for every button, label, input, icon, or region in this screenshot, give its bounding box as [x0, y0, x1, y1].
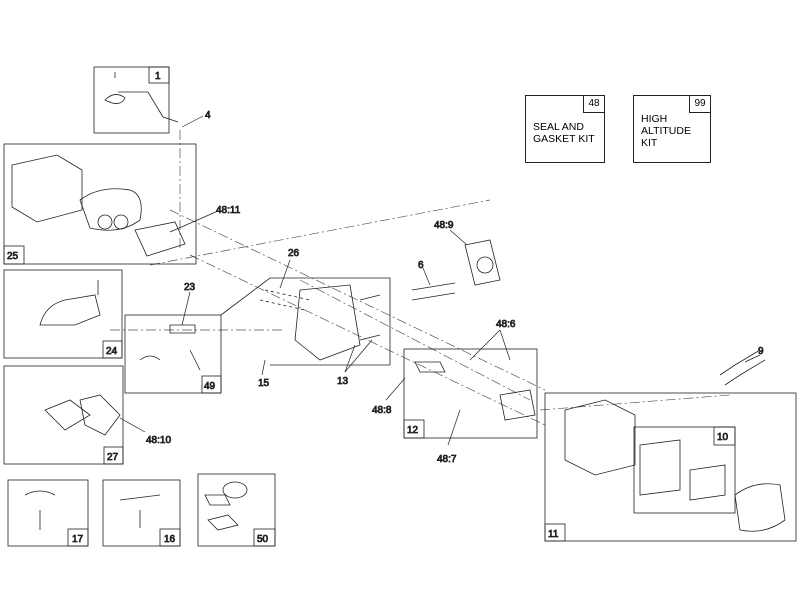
- box-11-number: 11: [548, 529, 559, 540]
- gasket-48-9: [464, 239, 501, 286]
- callout-23: 23: [184, 282, 196, 293]
- box-17-number: 17: [72, 534, 84, 545]
- box-16-frame: [102, 479, 181, 547]
- callout-48-8: 48:8: [372, 405, 392, 416]
- leader-lines: [119, 115, 761, 446]
- box-1-frame: [93, 66, 179, 134]
- box-17-frame: [7, 479, 89, 547]
- tube-9: [719, 349, 766, 386]
- kit-48-number: 48: [583, 96, 604, 113]
- box-50-number: 50: [257, 534, 269, 545]
- kit-99-text: HIGH ALTITUDE KIT: [641, 113, 691, 149]
- kit-48-text: SEAL AND GASKET KIT: [533, 121, 595, 145]
- box-1-number: 1: [155, 71, 161, 82]
- callout-48-9: 48:9: [434, 220, 454, 231]
- callout-26: 26: [288, 248, 300, 259]
- box-27-frame: [3, 365, 124, 465]
- box-49-frame: [124, 314, 222, 394]
- callout-6: 6: [418, 260, 424, 271]
- assembly-centerlines: [110, 130, 731, 426]
- box-11-frame: [544, 392, 797, 542]
- box-25-frame: [3, 143, 197, 265]
- box-12-number: 12: [407, 425, 419, 436]
- kit-box-99: 99 HIGH ALTITUDE KIT: [633, 95, 711, 163]
- box-10-frame: [633, 426, 736, 514]
- callout-9: 9: [758, 346, 764, 357]
- callout-4: 4: [205, 110, 211, 121]
- box-49-number: 49: [204, 381, 216, 392]
- box-24-number: 24: [106, 346, 118, 357]
- kit-box-48: 48 SEAL AND GASKET KIT: [525, 95, 605, 163]
- box-27-number: 27: [107, 452, 119, 463]
- callout-15: 15: [258, 378, 270, 389]
- cylinder-head-frame: [220, 277, 391, 366]
- callout-48-6: 48:6: [496, 319, 516, 330]
- box-12-frame: [403, 348, 538, 439]
- studs-6: [411, 282, 456, 301]
- callout-13: 13: [337, 376, 349, 387]
- callout-48-7: 48:7: [437, 454, 457, 465]
- box-25-number: 25: [7, 251, 19, 262]
- box-16-number: 16: [164, 534, 176, 545]
- box-10-number: 10: [717, 432, 729, 443]
- callout-48-11: 48:11: [216, 205, 241, 216]
- box-50-frame: [197, 473, 276, 547]
- box-24-frame: [3, 269, 123, 359]
- callout-48-10: 48:10: [146, 435, 171, 446]
- kit-99-number: 99: [689, 96, 710, 113]
